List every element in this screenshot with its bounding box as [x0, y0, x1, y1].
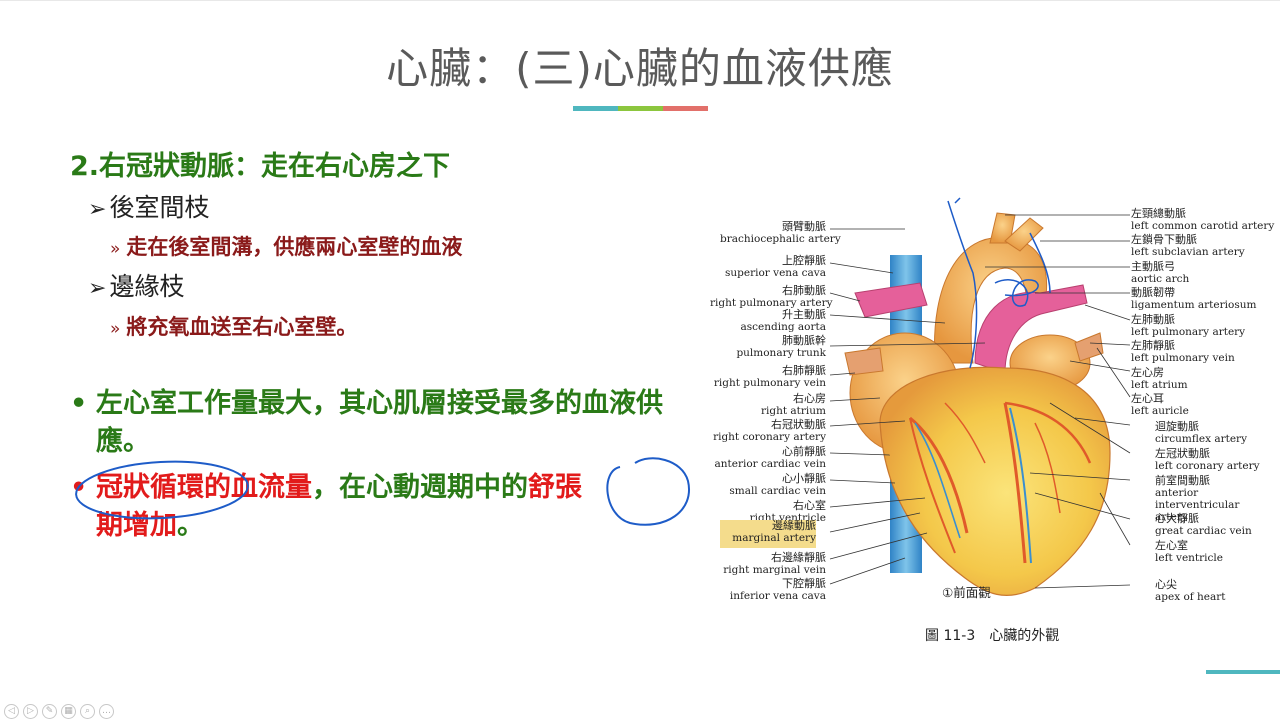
prev-slide-icon[interactable]: ◁ — [4, 703, 19, 719]
branch-item-1: ➢後室間枝 — [88, 188, 209, 224]
bullet-coronary-flow: • 冠狀循環的血流量，在心動週期中的舒張期增加。 — [70, 469, 690, 545]
branch-detail-1: »走在後室間溝，供應兩心室壁的血液 — [110, 231, 462, 261]
branch-item-2: ➢邊緣枝 — [88, 267, 184, 303]
branch-detail: 走在後室間溝，供應兩心室壁的血液 — [126, 235, 463, 259]
bullet-text-green: 。 — [177, 510, 204, 541]
bullet-text-green: ，在心動週期中的 — [312, 472, 528, 503]
left-leader-lines — [829, 228, 986, 585]
arrow-bullet-icon: ➢ — [88, 276, 107, 301]
title-bar-segment-2 — [618, 106, 663, 111]
figure-caption: 圖 11-3 心臟的外觀 — [925, 628, 1060, 644]
bullet-dot-icon: • — [70, 388, 88, 419]
branch-name: 後室間枝 — [109, 193, 210, 222]
bullet-text-red: 冠狀循環的血流量 — [96, 472, 312, 503]
branch-detail: 將充氧血送至右心室壁。 — [126, 315, 358, 339]
right-leader-lines — [985, 214, 1131, 589]
bullet-text: 左心室工作量最大，其心肌層接受最多的血液供應。 — [96, 388, 663, 457]
bullet-text-red: 舒張 — [528, 472, 582, 503]
accent-line — [1206, 670, 1280, 674]
presentation-toolbar: ◁ ▷ ✎ ▦ ⌕ … — [0, 701, 114, 721]
slide-title: 心臟：(三)心臟的血液供應 — [386, 44, 894, 93]
more-options-icon[interactable]: … — [99, 703, 114, 719]
zoom-icon[interactable]: ⌕ — [80, 703, 95, 719]
title-underline — [573, 106, 708, 111]
title-bar-segment-1 — [573, 106, 618, 111]
heart-illustration — [829, 197, 1131, 597]
sub-bullet-icon: » — [110, 319, 121, 339]
slides-grid-icon[interactable]: ▦ — [61, 703, 76, 719]
pen-icon[interactable]: ✎ — [42, 703, 57, 719]
section-heading: 2.右冠狀動脈：走在右心房之下 — [70, 151, 451, 182]
branch-name: 邊緣枝 — [109, 272, 185, 301]
title-bar-segment-3 — [663, 106, 708, 111]
sub-bullet-icon: » — [110, 239, 121, 259]
next-slide-icon[interactable]: ▷ — [23, 703, 38, 719]
bullet-left-ventricle: • 左心室工作量最大，其心肌層接受最多的血液供應。 — [70, 385, 690, 461]
bullet-text-red: 期增加 — [96, 510, 177, 541]
figure-view-label: ①前面觀 — [942, 585, 991, 600]
arrow-bullet-icon: ➢ — [88, 197, 107, 222]
bullet-dot-icon: • — [70, 472, 88, 503]
branch-detail-2: »將充氧血送至右心室壁。 — [110, 311, 357, 341]
